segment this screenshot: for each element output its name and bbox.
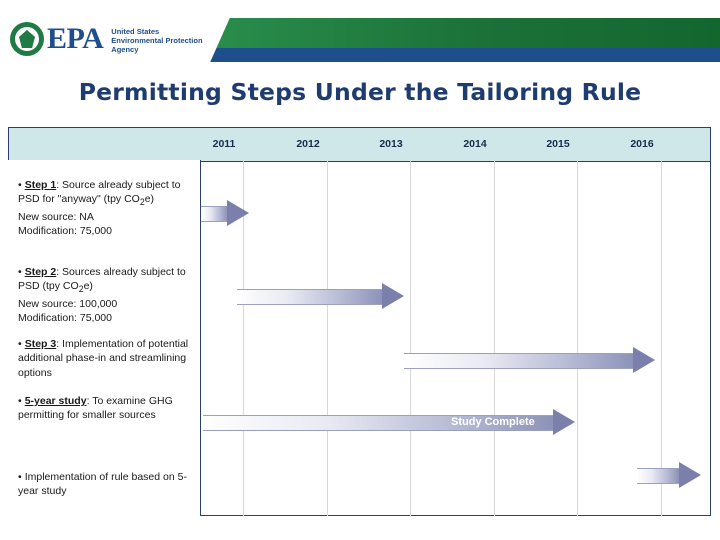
step-1-sub: 2 (139, 197, 145, 208)
step-2-tail: e) (83, 280, 93, 293)
step-2-arrow (237, 283, 404, 309)
study-complete-label: Study Complete (451, 416, 535, 428)
step-3-text: •Step 3: Implementation of potential add… (18, 337, 194, 380)
step-1-new-source: New source: NA (18, 210, 94, 223)
year-label-2012: 2012 (296, 138, 320, 150)
epa-agency-line2: Environmental Protection (111, 36, 203, 45)
header-blue-band (196, 48, 720, 62)
implementation-body: Implementation of rule based on 5-year s… (18, 471, 187, 498)
gridline-4 (494, 161, 495, 516)
step-3-bullet: • (18, 338, 22, 350)
year-label-2011: 2011 (212, 138, 236, 150)
year-label-2014: 2014 (463, 138, 487, 150)
five-year-study-label: 5-year study (24, 395, 87, 407)
five-year-study-text: •5-year study: To examine GHG permitting… (18, 394, 194, 423)
step-3-label: Step 3 (24, 338, 57, 350)
epa-logo: EPA United States Environmental Protecti… (10, 22, 203, 56)
five-year-study-bullet: • (18, 395, 22, 407)
step-2-new-source: New source: 100,000 (18, 297, 118, 310)
step-1-arrow (201, 200, 249, 226)
step-2-label: Step 2 (24, 266, 57, 278)
step-1-label: Step 1 (24, 179, 57, 191)
step-1-tail: e) (144, 193, 155, 206)
step-2-text: •Step 2: Sources already subject to PSD … (18, 265, 194, 326)
gridline-5 (577, 161, 578, 516)
implementation-arrow (637, 462, 701, 488)
step-2-bullet: • (18, 266, 22, 278)
year-label-2013: 2013 (379, 138, 403, 150)
gridline-6 (661, 161, 662, 516)
slide-header: EPA United States Environmental Protecti… (0, 0, 720, 62)
epa-agency-line1: United States (111, 27, 160, 36)
gridline-3 (410, 161, 411, 516)
step-2-modification: Modification: 75,000 (18, 312, 112, 325)
gridline-2 (327, 161, 328, 516)
year-label-2016: 2016 (630, 138, 654, 150)
steps-text-panel: •Step 1: Source already subject to PSD f… (8, 160, 201, 516)
epa-agency-line3: Agency (111, 45, 139, 54)
year-label-2015: 2015 (546, 138, 570, 150)
step-1-bullet: • (18, 179, 22, 191)
page-title: Permitting Steps Under the Tailoring Rul… (78, 78, 642, 106)
epa-agency-name: United States Environmental Protection A… (111, 24, 202, 54)
step-3-arrow (404, 347, 655, 373)
step-1-text: •Step 1: Source already subject to PSD f… (18, 178, 194, 239)
epa-seal-icon (10, 22, 44, 56)
implementation-bullet: • (18, 471, 22, 483)
step-1-modification: Modification: 75,000 (18, 225, 112, 238)
five-year-study-body: : To examine GHG permitting for smaller … (18, 395, 173, 422)
step-1-body: : Source already subject to PSD for "any… (18, 179, 181, 206)
gridline-1 (243, 161, 244, 516)
year-header-band (9, 128, 710, 161)
step-2-body: : Sources already subject to PSD (tpy CO (18, 266, 186, 293)
implementation-text: •Implementation of rule based on 5-year … (18, 470, 194, 499)
header-divider (9, 161, 710, 162)
five-year-study-arrow (203, 409, 575, 435)
epa-wordmark: EPA (47, 22, 104, 55)
step-2-sub: 2 (78, 284, 84, 295)
step-3-body: : Implementation of potential additional… (18, 338, 189, 379)
header-green-band (196, 18, 720, 48)
